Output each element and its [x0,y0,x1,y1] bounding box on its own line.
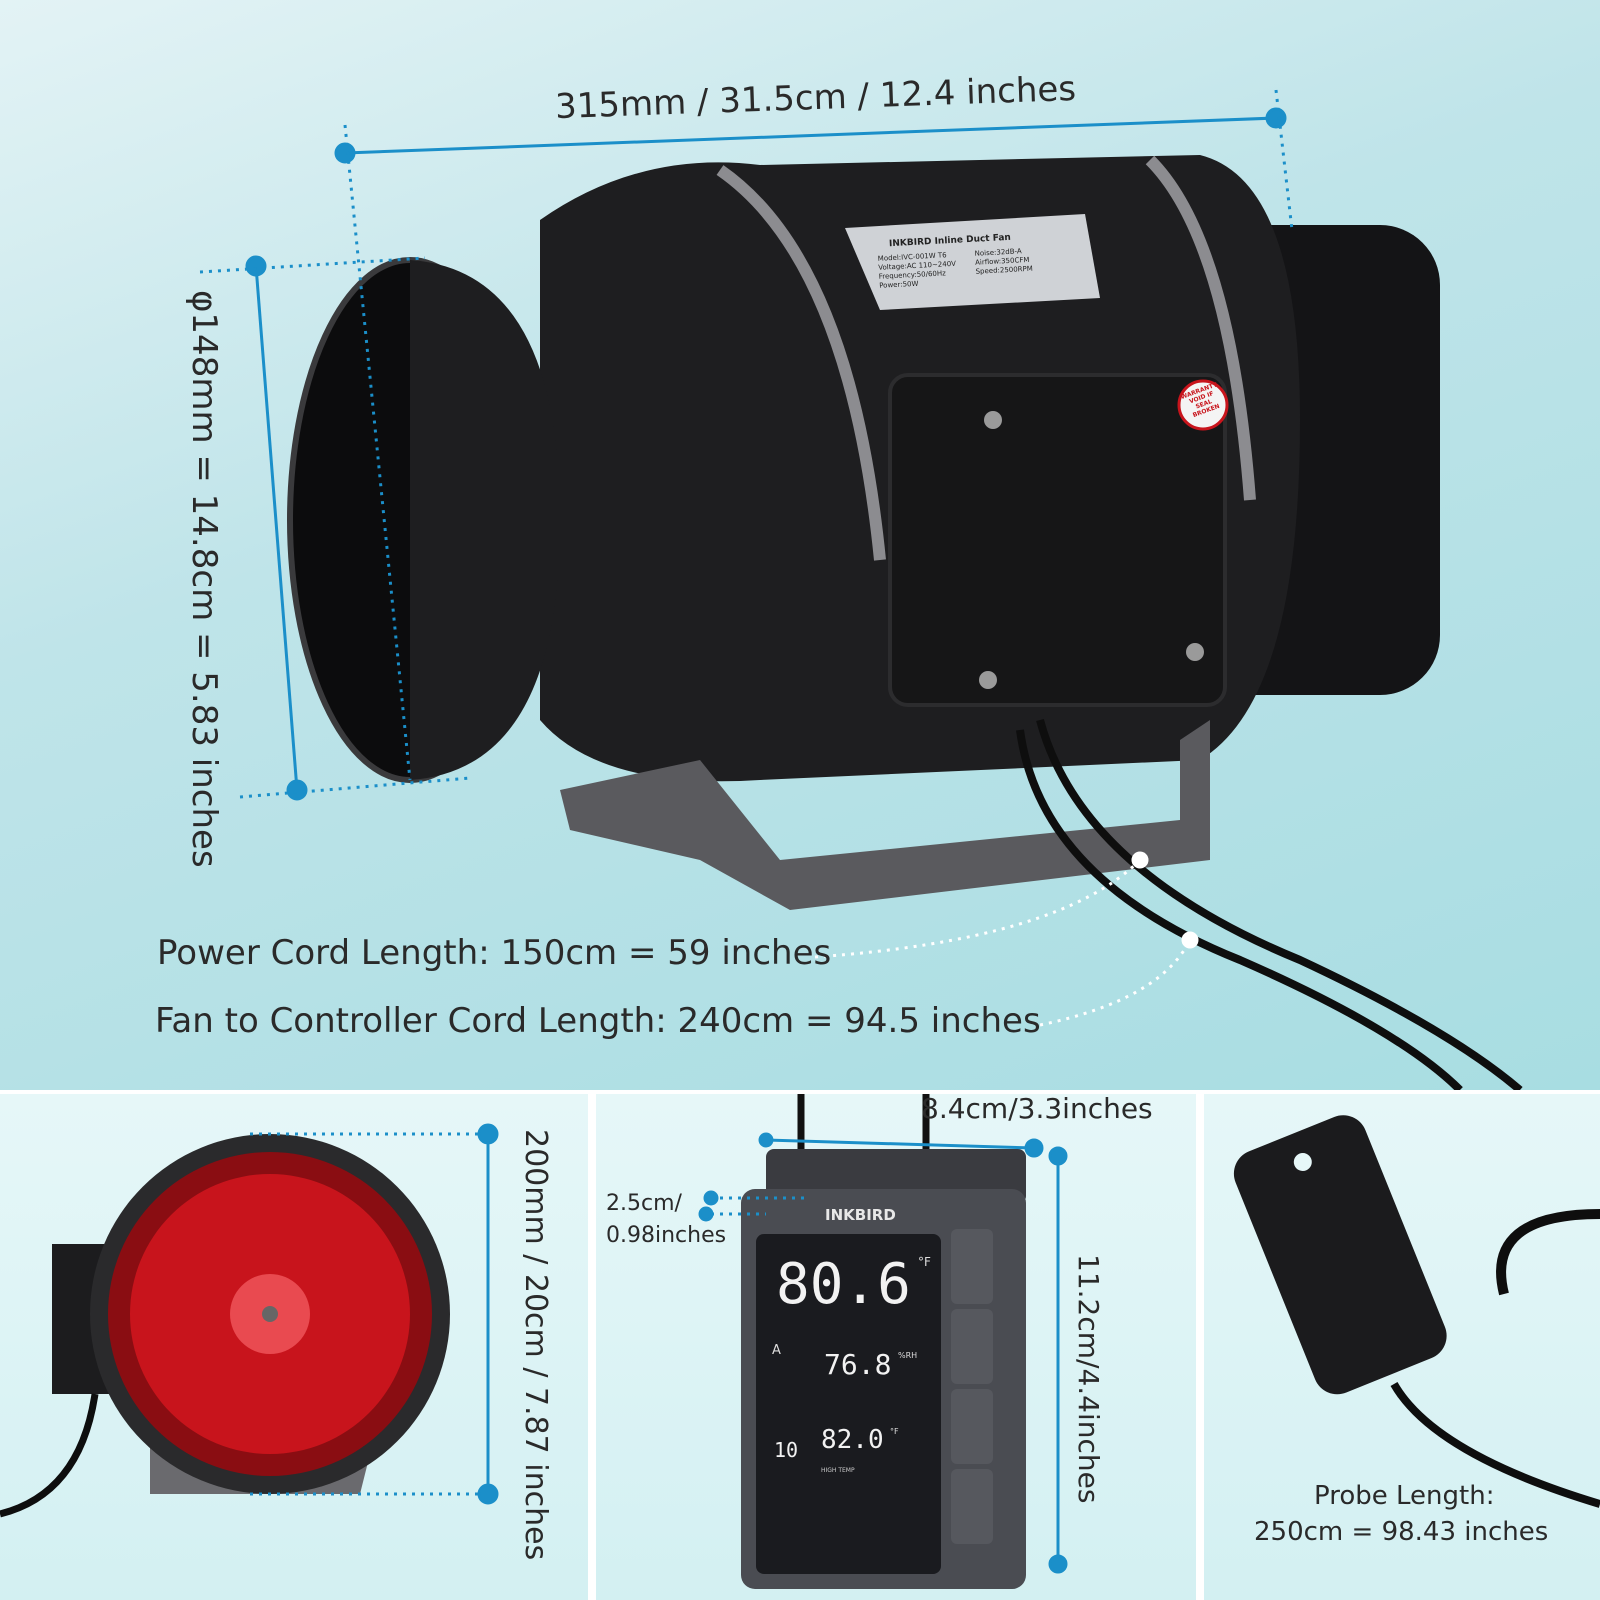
fan-level-readout: 10 [774,1438,799,1462]
mounting-bracket [560,720,1210,910]
humidity-unit: %RH [898,1351,918,1360]
probe-length-label-1: Probe Length: [1314,1481,1495,1511]
spec-speed: Speed:2500RPM [975,265,1033,276]
spec-model: Model:IVC-001W T6 [878,251,948,263]
warranty-sticker [1177,379,1229,431]
fan-front-panel: 200mm / 20cm / 7.87 inches [0,1094,588,1600]
power-cord [1036,718,1523,1090]
spec-label [845,214,1100,310]
spec-power: Power:50W [879,280,919,290]
controller-illustration [698,1094,1068,1589]
inline-duct-fan-illustration: INKBIRD Inline Duct Fan Model:IVC-001W T… [199,89,1523,1090]
spec-frequency: Frequency:50/60Hz [879,269,947,281]
diameter-dimension-label: φ148mm = 14.8cm = 5.83 inches [184,290,224,868]
temp-unit: °F [918,1255,931,1269]
probe-length-label-2: 250cm = 98.43 inches [1254,1517,1549,1547]
power-cord-label: Power Cord Length: 150cm = 59 inches [157,933,832,973]
controller-brand: INKBIRD [825,1206,896,1224]
sensor-probe [1233,1115,1447,1395]
junction-box [888,373,1227,707]
fan-front-illustration [0,1123,499,1518]
controller-panel: INKBIRD 80.6 °F A 76.8 %RH 10 82.0 °F HI… [596,1092,1196,1600]
controller-screen [756,1234,941,1574]
controller-width-label: 8.4cm/3.3inches [921,1092,1153,1125]
controller-cord [1016,729,1463,1090]
mode-indicator: A [772,1343,781,1358]
high-temp-unit: °F [890,1427,899,1436]
high-temp-label: HIGH TEMP [821,1467,855,1474]
high-temp-readout: 82.0 [821,1425,884,1455]
controller-depth-label-2: 0.98inches [606,1223,727,1248]
spec-airflow: Airflow:350CFM [975,256,1030,267]
fan-front-dimension-label: 200mm / 20cm / 7.87 inches [518,1129,553,1561]
controller-depth-label-1: 2.5cm/ [606,1191,682,1216]
probe-panel: Probe Length: 250cm = 98.43 inches [1204,1094,1600,1600]
main-product-view: INKBIRD Inline Duct Fan Model:IVC-001W T… [0,0,1600,1090]
spec-noise: Noise:32dB-A [974,247,1022,257]
controller-height-label: 11.2cm/4.4inches [1072,1254,1105,1504]
humidity-readout: 76.8 [824,1348,892,1381]
dimension-lines [199,89,1294,801]
controller-cord-label: Fan to Controller Cord Length: 240cm = 9… [155,1001,1041,1041]
probe-illustration [1233,1115,1600,1508]
temperature-readout: 80.6 [776,1252,911,1317]
